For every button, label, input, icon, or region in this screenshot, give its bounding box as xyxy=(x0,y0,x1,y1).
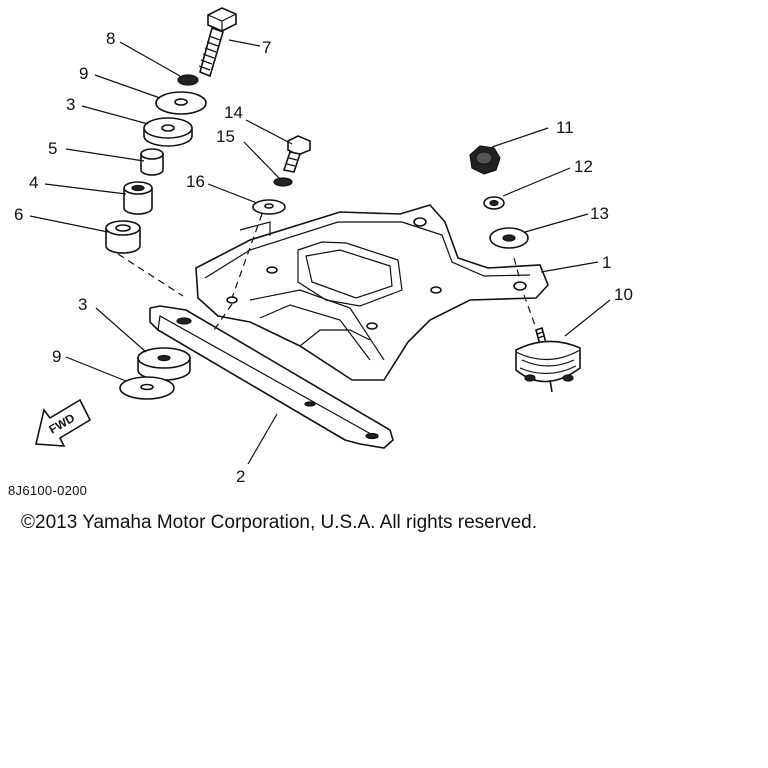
callout-1: 1 xyxy=(602,253,611,272)
copyright-notice: ©2013 Yamaha Motor Corporation, U.S.A. A… xyxy=(21,512,537,533)
callout-12: 12 xyxy=(574,157,593,176)
part-9-washer-bottom xyxy=(119,376,175,400)
part-9-washer-top xyxy=(155,91,207,115)
part-14-bolt xyxy=(282,135,311,173)
leader-lines xyxy=(29,39,611,465)
part-2-rail xyxy=(149,305,394,449)
callout-3-top: 3 xyxy=(66,95,75,114)
callout-16: 16 xyxy=(186,172,205,191)
callout-11: 11 xyxy=(556,118,574,137)
exploded-parts-diagram: FWD 7 8 9 3 5 4 6 14 15 16 11 12 13 1 10… xyxy=(14,7,633,486)
part-15-lock-washer xyxy=(273,177,293,187)
callout-5: 5 xyxy=(48,139,57,158)
callout-7: 7 xyxy=(262,38,271,57)
part-5-collar xyxy=(140,148,164,176)
part-4-spacer xyxy=(123,181,153,215)
callout-4: 4 xyxy=(29,173,38,192)
callout-14: 14 xyxy=(224,103,243,122)
callout-10: 10 xyxy=(614,285,633,304)
part-10-damper xyxy=(515,326,581,393)
part-1-bracket xyxy=(195,204,549,381)
fwd-label: FWD xyxy=(47,411,78,437)
part-16-washer xyxy=(252,199,286,215)
part-3-mount-bottom xyxy=(137,347,191,381)
diagram-part-code: 8J6100-0200 xyxy=(8,483,88,498)
callout-3-bottom: 3 xyxy=(78,295,87,314)
part-6-bushing xyxy=(105,220,141,254)
part-13-washer xyxy=(489,227,529,249)
part-12-washer xyxy=(483,196,505,210)
callout-2: 2 xyxy=(236,467,245,486)
part-11-nut xyxy=(469,145,501,175)
callout-8: 8 xyxy=(106,29,115,48)
callout-9-top: 9 xyxy=(79,64,88,83)
part-3-mount-top xyxy=(143,117,193,147)
part-7-bolt xyxy=(198,7,237,78)
part-8-lock-washer xyxy=(177,74,199,86)
fwd-arrow-icon: FWD xyxy=(35,398,92,447)
callout-15: 15 xyxy=(216,127,235,146)
callout-6: 6 xyxy=(14,205,23,224)
callout-13: 13 xyxy=(590,204,609,223)
callout-9-bottom: 9 xyxy=(52,347,61,366)
